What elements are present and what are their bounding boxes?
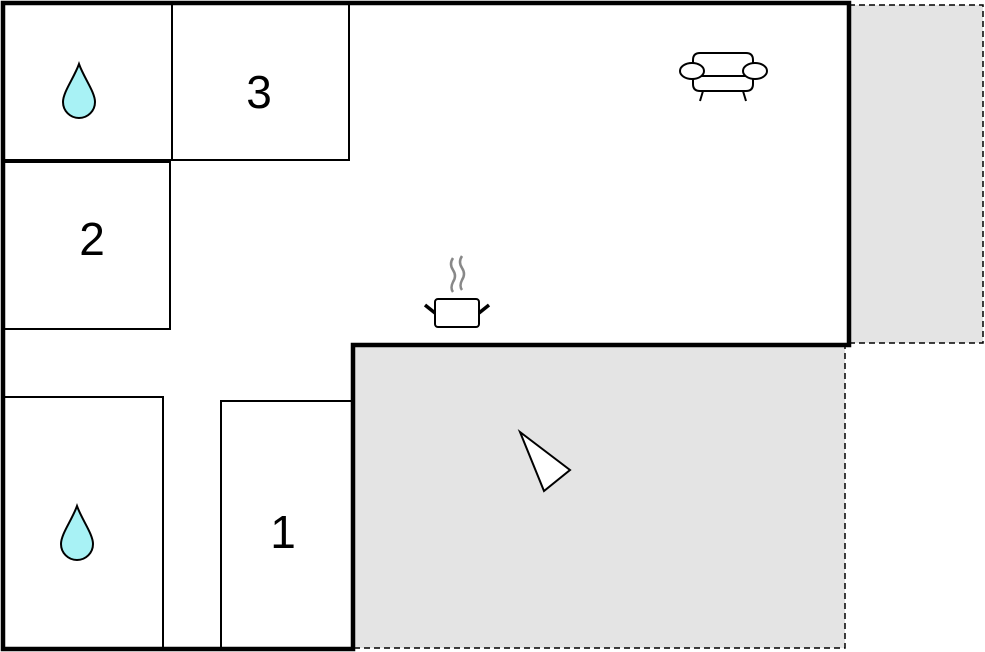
room-1-label: 1 xyxy=(270,506,296,558)
terrace-bottom xyxy=(352,344,846,649)
room-2-label: 2 xyxy=(79,213,105,265)
sofa-icon xyxy=(679,52,768,102)
compass-arrow-icon xyxy=(517,428,572,493)
water-drop-icon xyxy=(61,61,97,119)
cooking-pot-icon xyxy=(423,255,491,328)
terrace-right xyxy=(848,4,984,344)
water-drop-icon xyxy=(59,503,95,561)
room-3-label: 3 xyxy=(246,66,272,118)
outer-wall xyxy=(0,0,852,652)
